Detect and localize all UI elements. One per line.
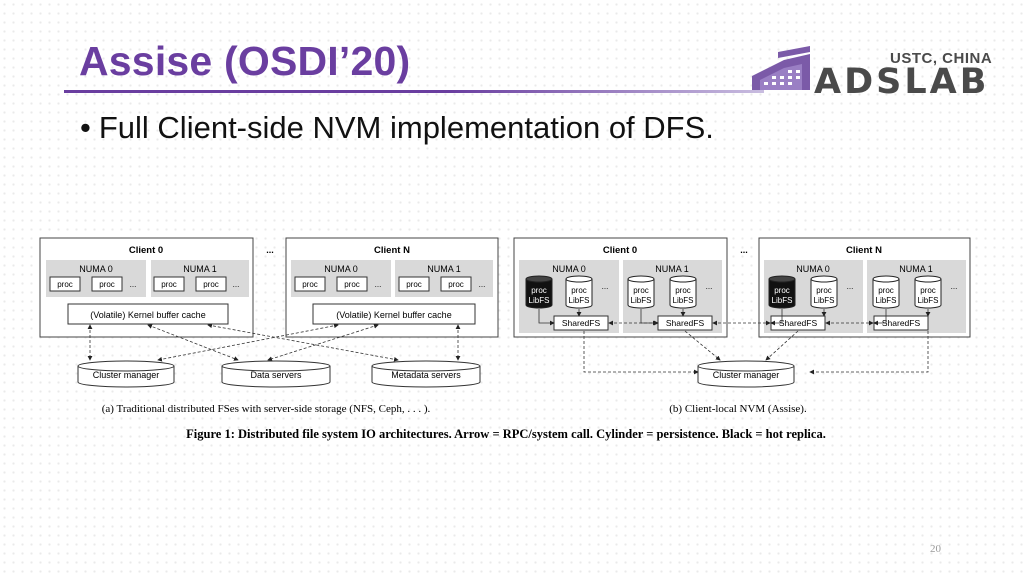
adslab-logo-icon xyxy=(752,46,810,90)
diagram-b: Client 0 NUMA 0 NUMA 1 proc LibFS proc L… xyxy=(513,237,971,415)
b-proc: proc xyxy=(878,286,894,295)
a-proc: proc xyxy=(99,280,115,289)
a-clientN-label: Client N xyxy=(374,245,410,256)
b-proc: proc xyxy=(531,286,547,295)
b-dots: ... xyxy=(602,282,609,291)
a-proc: proc xyxy=(302,280,318,289)
b-clientN-label: Client N xyxy=(846,245,882,256)
a-dots: ... xyxy=(479,280,486,289)
b-proc: proc xyxy=(774,286,790,295)
a-cN-numa0: NUMA 0 xyxy=(324,264,358,274)
logo-wordmark: ADSLAB xyxy=(814,62,990,102)
a-dots: ... xyxy=(375,280,382,289)
b-caption: (b) Client-local NVM (Assise). xyxy=(669,403,807,415)
a-cN-numa1: NUMA 1 xyxy=(427,264,461,274)
a-dots: ... xyxy=(130,280,137,289)
b-cN-numa1: NUMA 1 xyxy=(899,264,933,274)
a-proc: proc xyxy=(57,280,73,289)
a-c0-numa0: NUMA 0 xyxy=(79,264,113,274)
page-number: 20 xyxy=(930,543,941,555)
b-cN-sharedfs1: SharedFS xyxy=(882,318,921,328)
b-libfs: LibFS xyxy=(673,296,694,305)
b-proc: proc xyxy=(675,286,691,295)
bullet-text: Full Client-side NVM implementation of D… xyxy=(98,110,714,145)
diagram-a: Client 0 NUMA 0 NUMA 1 proc proc ... pro… xyxy=(39,237,499,415)
b-c0-sharedfs0: SharedFS xyxy=(562,318,601,328)
a-client0-label: Client 0 xyxy=(129,245,163,256)
b-proc: proc xyxy=(920,286,936,295)
b-proc: proc xyxy=(816,286,832,295)
title-underline xyxy=(64,90,764,93)
bullet-dot: • xyxy=(80,110,91,145)
b-cN-numa0: NUMA 0 xyxy=(796,264,830,274)
b-libfs: LibFS xyxy=(631,296,652,305)
a-proc: proc xyxy=(203,280,219,289)
b-libfs: LibFS xyxy=(918,296,939,305)
a-proc: proc xyxy=(448,280,464,289)
b-client0-label: Client 0 xyxy=(603,245,637,256)
b-dots: ... xyxy=(951,282,958,291)
b-libfs: LibFS xyxy=(814,296,835,305)
b-libfs: LibFS xyxy=(772,296,793,305)
b-cluster-manager: Cluster manager xyxy=(713,370,780,380)
a-cN-cache: (Volatile) Kernel buffer cache xyxy=(336,310,451,320)
architecture-figure: Client 0 NUMA 0 NUMA 1 proc proc ... pro… xyxy=(39,237,971,441)
figure-caption: Figure 1: Distributed file system IO arc… xyxy=(186,427,826,441)
b-c0-numa1: NUMA 1 xyxy=(655,264,689,274)
b-libfs: LibFS xyxy=(529,296,550,305)
a-cluster-manager: Cluster manager xyxy=(93,370,160,380)
b-proc: proc xyxy=(571,286,587,295)
logo-subtitle: USTC, CHINA xyxy=(890,50,993,67)
a-metadata-servers: Metadata servers xyxy=(391,370,461,380)
bullet-item: •Full Client-side NVM implementation of … xyxy=(80,110,714,146)
b-libfs: LibFS xyxy=(569,296,590,305)
b-c0-numa0: NUMA 0 xyxy=(552,264,586,274)
a-caption: (a) Traditional distributed FSes with se… xyxy=(102,403,431,415)
b-cN-sharedfs0: SharedFS xyxy=(779,318,818,328)
a-proc: proc xyxy=(161,280,177,289)
b-c0-sharedfs1: SharedFS xyxy=(666,318,705,328)
b-client-dots: ... xyxy=(740,245,748,255)
a-c0-cache: (Volatile) Kernel buffer cache xyxy=(90,310,205,320)
a-proc: proc xyxy=(406,280,422,289)
a-data-servers: Data servers xyxy=(250,370,302,380)
b-proc: proc xyxy=(633,286,649,295)
a-proc: proc xyxy=(344,280,360,289)
b-libfs: LibFS xyxy=(876,296,897,305)
b-dots: ... xyxy=(706,282,713,291)
b-dots: ... xyxy=(847,282,854,291)
a-client-dots: ... xyxy=(266,245,274,255)
slide-title: Assise (OSDI’20) xyxy=(79,38,411,84)
a-c0-numa1: NUMA 1 xyxy=(183,264,217,274)
a-dots: ... xyxy=(233,280,240,289)
